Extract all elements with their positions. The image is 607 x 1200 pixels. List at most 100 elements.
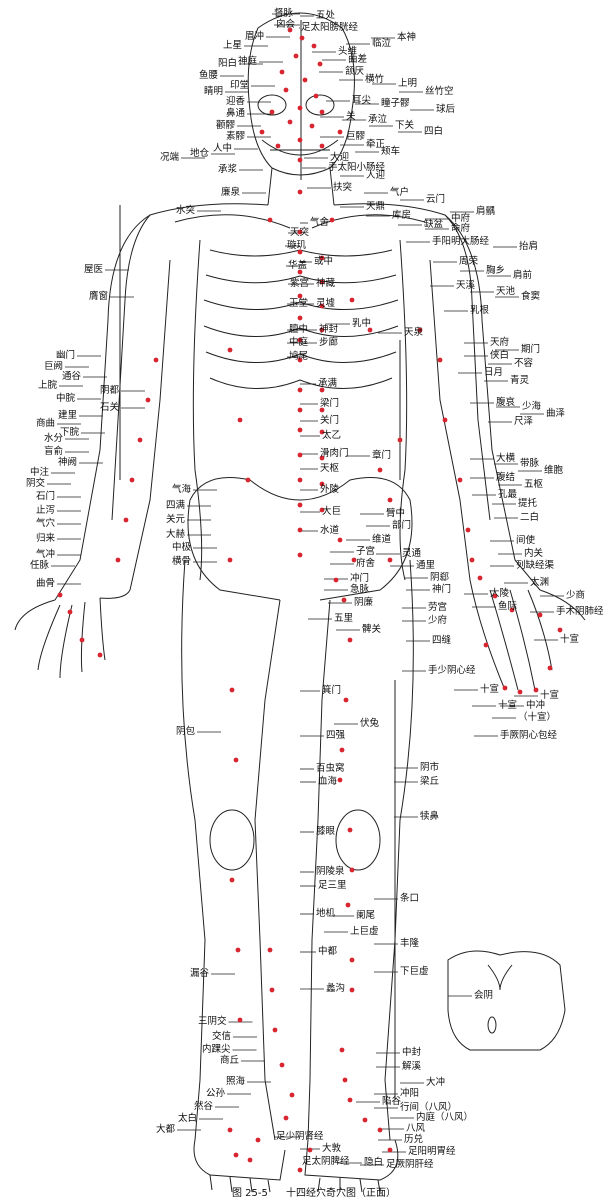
figure-number: 图 25-5 (232, 1188, 268, 1199)
label-rugen: 乳根 (470, 305, 490, 316)
label-tonggu: 通谷 (62, 371, 82, 382)
label-quze: 曲泽 (546, 408, 566, 419)
label-qixue: 气穴 (36, 518, 56, 529)
label-gongsun: 公孙 (206, 1088, 226, 1099)
label-renzhong: 人中 (213, 143, 233, 154)
hand-left (14, 589, 131, 679)
acupoint-marker (509, 607, 515, 613)
label-wailing: 外陵 (320, 484, 340, 495)
acupoint-marker (397, 437, 403, 443)
label-zhongting: 中庭 (289, 337, 309, 348)
label-fuai: 腹哀 (496, 397, 516, 408)
label-lianquan: 廉泉 (221, 187, 241, 198)
acupoint-marker (289, 1092, 295, 1098)
acupoint-marker (483, 642, 489, 648)
label-shoutaiyang-xiaochang-jing: 手太阳小肠经 (328, 162, 386, 173)
label-taiyuan: 太渊 (530, 577, 550, 588)
label-bulang: 步廊 (319, 337, 339, 348)
label-zhongfu: 中府 (451, 213, 471, 224)
label-tiantu: 天突 (290, 227, 310, 238)
acupoint-marker (297, 249, 303, 255)
label-xiyan: 膝眼 (316, 826, 336, 837)
foot-right (304, 1139, 399, 1193)
label-zhongji: 中极 (172, 542, 192, 553)
label-lieque-jingqu: 列缺经渠 (516, 560, 555, 571)
foot-left (193, 1139, 286, 1193)
acupoint-marker (283, 1115, 289, 1121)
acupoint-marker (297, 427, 303, 433)
acupoint-marker (319, 507, 325, 513)
acupoint-marker (115, 557, 121, 563)
label-yuji: 鱼际 (498, 601, 518, 612)
perineum-inset (447, 950, 566, 1051)
label-sifeng: 四缝 (432, 635, 452, 646)
label-qingling: 青灵 (510, 375, 530, 386)
acupoint-marker (245, 477, 251, 483)
perineum-anus (487, 1016, 497, 1034)
acupoint-marker (319, 429, 325, 435)
acupoint-marker (333, 577, 339, 583)
label-daling: 大陵 (490, 588, 510, 599)
label-benshen: 本神 (397, 32, 417, 43)
label-jianli: 建里 (58, 410, 78, 421)
acupoint-marker (297, 137, 303, 143)
acupoint-marker (227, 557, 233, 563)
label-zushaoyin-shen-jing: 足少阴肾经 (276, 1131, 324, 1142)
acupoint-marker (297, 407, 303, 413)
label-zigong-point: 子宫 (356, 546, 376, 557)
acupoint-marker (297, 477, 303, 483)
acupoint-marker (349, 297, 355, 303)
label-fushe: 府舍 (356, 558, 376, 569)
acupoint-marker (307, 1147, 313, 1153)
label-yuyao: 鱼腰 (199, 70, 219, 81)
label-qiuhou: 球后 (436, 104, 456, 115)
acupoint-marker (297, 452, 303, 458)
label-shuidao: 水道 (320, 525, 340, 536)
acupoint-marker (57, 592, 63, 598)
acupoint-marker (377, 1127, 383, 1133)
label-guanmen: 关门 (320, 415, 340, 426)
acupoint-marker (275, 143, 281, 149)
acupoint-marker (297, 189, 303, 195)
acupoint-marker (417, 327, 423, 333)
label-tianding: 天鼎 (366, 201, 386, 212)
label-guanyuan: 关元 (166, 514, 186, 525)
label-shaofu: 少府 (428, 615, 448, 626)
label-tianchi: 天池 (496, 286, 516, 297)
label-quanliao: 颧髎 (216, 120, 236, 131)
label-yangbai: 阳白 (218, 58, 238, 69)
label-qishe: 气舍 (310, 217, 330, 228)
label-riyue: 日月 (484, 367, 504, 378)
label-weibao: 维胞 (544, 465, 564, 476)
label-danzhong: 膻中 (289, 324, 309, 335)
label-shenfeng: 神封 (319, 324, 339, 335)
label-neiguan: 内关 (524, 548, 544, 559)
label-taibai: 太白 (178, 1113, 198, 1124)
label-shoushaoyin-xin-jing: 手少阴心经 (428, 665, 476, 676)
label-juliao: 巨髎 (346, 131, 366, 142)
label-fenglong: 丰隆 (400, 938, 420, 949)
label-wuyi: 屋医 (84, 264, 104, 275)
label-ligou: 蠡沟 (326, 983, 346, 994)
label-zhaohai: 照海 (226, 1076, 246, 1087)
label-shangjuxu: 上巨虚 (350, 926, 379, 937)
acupoint-marker (457, 477, 463, 483)
clavicles (174, 214, 426, 229)
label-shuifen: 水分 (44, 433, 64, 444)
label-henggu: 横骨 (172, 556, 192, 567)
acupoint-marker (233, 1152, 239, 1158)
label-futu: 扶突 (333, 182, 353, 193)
acupoint-marker (437, 357, 443, 363)
label-shangqu: 商曲 (36, 418, 56, 429)
label-xiangu: 陷谷 (382, 1096, 402, 1107)
acupoint-marker (442, 417, 448, 423)
acupoint-marker (67, 609, 73, 615)
acupoint-marker (342, 1077, 348, 1083)
acupoint-marker (317, 61, 323, 67)
label-wuli: 五里 (334, 613, 354, 624)
label-xingjian-bafeng: 行间（八风） (400, 1102, 458, 1113)
acupoint-marker (533, 687, 539, 693)
label-erbai: 二白 (520, 512, 540, 523)
label-yingchuang: 膺窗 (89, 291, 109, 302)
knee-right (335, 809, 381, 871)
